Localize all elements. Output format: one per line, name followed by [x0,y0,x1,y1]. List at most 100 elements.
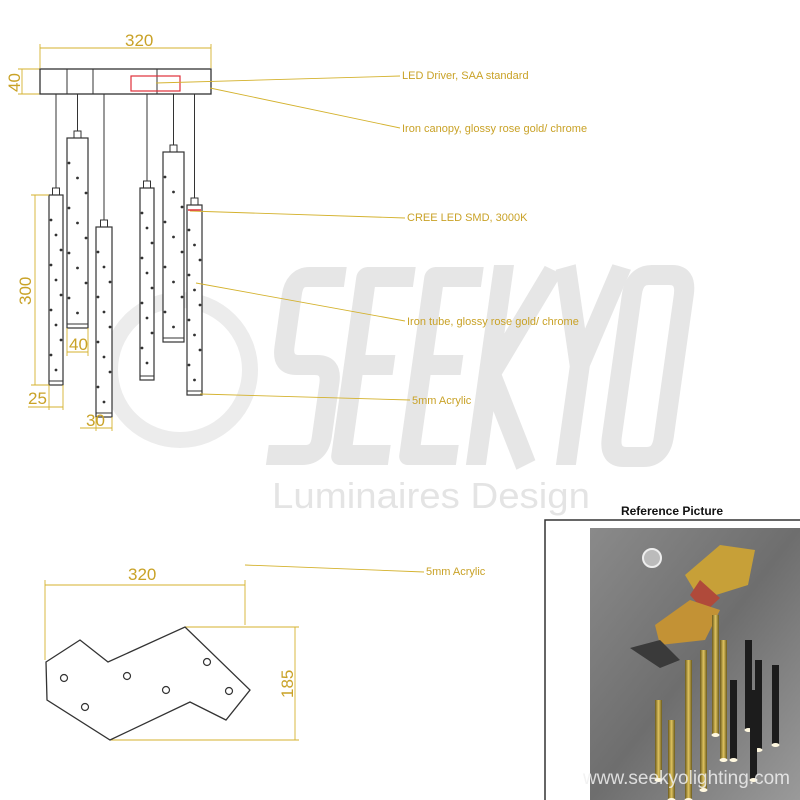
tube-perforation [187,273,191,277]
dim-canopy-height: 40 [5,73,24,92]
tube-perforation [172,280,175,284]
pendant-tube [48,194,64,386]
photo-light [654,778,663,782]
tube-perforation [54,233,58,237]
tube-perforation [163,265,167,269]
pendant-tube [186,204,203,396]
tube-perforation [76,176,79,180]
tube-cap [52,187,60,196]
tube-perforation [163,175,167,179]
tube-perforation [67,251,71,255]
tube-cap [73,130,82,139]
watermark-url: www.seekyolighting.com [582,768,790,789]
watermark-tagline: Luminaires Design [272,475,590,516]
dim-large-diameter: 30 [86,411,105,430]
front-view: 320 40 300 40 25 30 LED Driver, SAA stan… [5,31,587,431]
reference-picture: Reference Picture www.seekyolighting.com [544,504,800,800]
tube-perforation [108,325,112,329]
watermark-brand-logo [265,264,695,470]
tube-perforation [140,346,144,350]
callout-canopy: Iron canopy, glossy rose gold/ chrome [402,123,587,135]
tube-perforation [54,368,58,372]
dim-top-depth: 185 [278,670,297,698]
photo-light [711,733,720,737]
photo-pendant [720,640,727,760]
tube-perforation [102,400,106,404]
canopy-outline [45,626,251,741]
callout-acrylic: 5mm Acrylic [412,395,472,407]
watermark-letter [265,267,347,465]
dim-tube-length: 300 [16,277,35,305]
pendant-tube [139,187,155,381]
callout-led-driver: LED Driver, SAA standard [402,70,529,82]
tube-perforation [187,318,191,322]
tube-perforation [145,226,149,230]
callout-led-smd: CREE LED SMD, 3000K [407,212,528,224]
tube-perforation [172,190,175,194]
tube-perforation [54,278,58,282]
canopy [39,68,212,95]
pendant-tubes [48,94,203,418]
pendant-tube [95,226,113,418]
tube-perforation [76,221,79,225]
watermark-letter [555,264,631,465]
tube-perforation [59,338,63,342]
tube-perforation [140,256,144,260]
tube-perforation [140,211,144,215]
photo-pendant [685,660,692,800]
tube-cap [143,180,151,189]
tube-perforation [96,340,100,344]
tube-perforation [193,288,196,292]
top-view: 320 185 5mm Acrylic [44,564,486,741]
reference-title: Reference Picture [621,504,723,518]
callout-tube: Iron tube, glossy rose gold/ chrome [407,316,579,328]
watermark-letter [601,265,695,467]
tube-perforation [180,205,184,209]
tube-perforation [96,250,100,254]
watermark-letter [465,265,562,470]
tube-perforation [163,310,167,314]
tube-perforation [96,385,100,389]
pendant-tube [66,137,89,329]
tube-perforation [76,266,79,270]
tube-perforation [67,206,71,210]
photo-light [719,758,728,762]
tube-perforation [67,161,71,165]
led-driver [130,75,181,92]
tube-perforation [59,293,63,297]
tube-perforation [84,191,88,195]
callout-top-acrylic: 5mm Acrylic [426,566,486,578]
tube-perforation [102,310,106,314]
tube-perforation [150,286,154,290]
photo-pendant [700,650,707,790]
photo-light [771,743,780,747]
tube-cap [100,219,108,228]
tube-perforation [145,271,149,275]
watermark-letter [331,267,416,465]
dim-top-width: 320 [128,565,156,584]
tube-perforation [102,265,106,269]
dim-canopy-width: 320 [125,31,153,50]
pendant-tube [162,151,185,343]
photo-pendant [668,720,675,800]
tube-perforation [84,281,88,285]
tube-perforation [140,301,144,305]
tube-perforation [59,248,63,252]
photo-pendant [750,690,757,780]
tube-perforation [108,280,112,284]
tube-perforation [198,258,202,262]
tube-perforation [49,308,53,312]
tube-perforation [96,295,100,299]
dim-small-diameter: 25 [28,389,47,408]
photo-pendant [655,700,662,780]
watermark-letter [399,267,484,465]
tube-perforation [187,363,191,367]
tube-perforation [108,370,112,374]
tube-perforation [102,355,106,359]
tube-perforation [180,250,184,254]
tube-cap [190,197,199,206]
tube-perforation [193,243,196,247]
tube-perforation [145,316,149,320]
tube-perforation [172,235,175,239]
